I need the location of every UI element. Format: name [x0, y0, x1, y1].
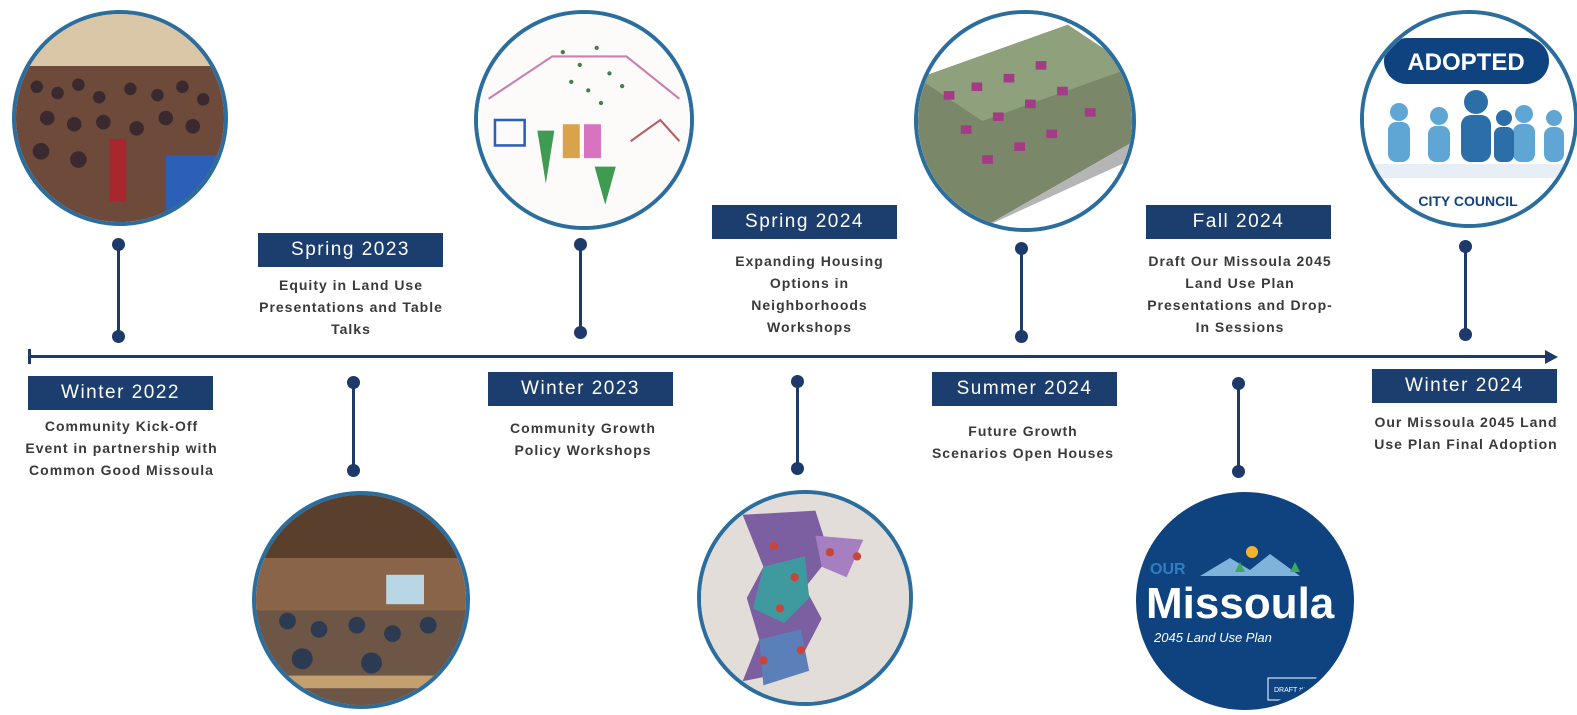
stem-dot-top	[1232, 377, 1245, 390]
milestone-description: Expanding Housing Options in Neighborhoo…	[735, 253, 884, 335]
period-label: Winter 2022	[28, 376, 213, 410]
logo-subtitle-text: 2045 Land Use Plan	[1153, 630, 1272, 645]
period-label: Winter 2023	[488, 372, 673, 406]
milestone-description: Our Missoula 2045 Land Use Plan Final Ad…	[1374, 414, 1558, 452]
stem	[1020, 248, 1023, 336]
logo-name-text: Missoula	[1146, 579, 1335, 628]
map-photo-image	[697, 490, 913, 706]
city-council-text: CITY COUNCIL	[1418, 193, 1518, 209]
stem-dot-bottom	[574, 326, 587, 339]
milestone-description: Equity in Land Use Presentations and Tab…	[259, 277, 443, 337]
logo-draft-text: DRAFT #1	[1274, 687, 1307, 694]
our-missoula-logo-image: OUR Missoula 2045 Land Use Plan DRAFT #1	[1136, 492, 1354, 710]
stem-dot-bottom	[1459, 328, 1472, 341]
stem-dot-bottom	[1015, 330, 1028, 343]
logo-our-text: OUR	[1150, 561, 1186, 578]
adopted-badge-image: ADOPTED CITY COUNCIL	[1360, 10, 1577, 228]
stem-dot-top	[1459, 240, 1472, 253]
adopted-text: ADOPTED	[1407, 49, 1524, 76]
stem	[1464, 246, 1467, 334]
period-label: Spring 2023	[258, 233, 443, 267]
neighborhood-sketch-image	[474, 10, 694, 230]
milestone-description: Future Growth Scenarios Open Houses	[931, 423, 1115, 461]
stem-dot-top	[791, 375, 804, 388]
stem-dot-top	[347, 376, 360, 389]
period-label: Fall 2024	[1146, 205, 1331, 239]
stem-dot-bottom	[112, 330, 125, 343]
stem	[117, 244, 120, 336]
stem-dot-bottom	[791, 462, 804, 475]
period-label: Winter 2024	[1372, 369, 1557, 403]
stem	[1237, 383, 1240, 471]
housing-model-image	[914, 10, 1136, 232]
stem-dot-top	[574, 238, 587, 251]
period-label: Summer 2024	[932, 372, 1117, 406]
milestone-description: Community Growth Policy Workshops	[510, 420, 656, 458]
stem-dot-bottom	[1232, 465, 1245, 478]
stem-dot-top	[112, 238, 125, 251]
stem	[796, 382, 799, 468]
stem-dot-top	[1015, 242, 1028, 255]
milestone-description: Community Kick-Off Event in partnership …	[25, 418, 218, 478]
milestone-description: Draft Our Missoula 2045 Land Use Plan Pr…	[1147, 253, 1333, 335]
period-label: Spring 2024	[712, 205, 897, 239]
timeline-start-tick	[28, 349, 31, 364]
table-talks-photo-image	[252, 491, 470, 709]
timeline-axis	[28, 355, 1546, 358]
stem	[579, 244, 582, 332]
timeline-arrowhead	[1545, 350, 1558, 364]
stem-dot-bottom	[347, 464, 360, 477]
stem	[352, 382, 355, 470]
crowd-photo-image	[12, 10, 228, 226]
